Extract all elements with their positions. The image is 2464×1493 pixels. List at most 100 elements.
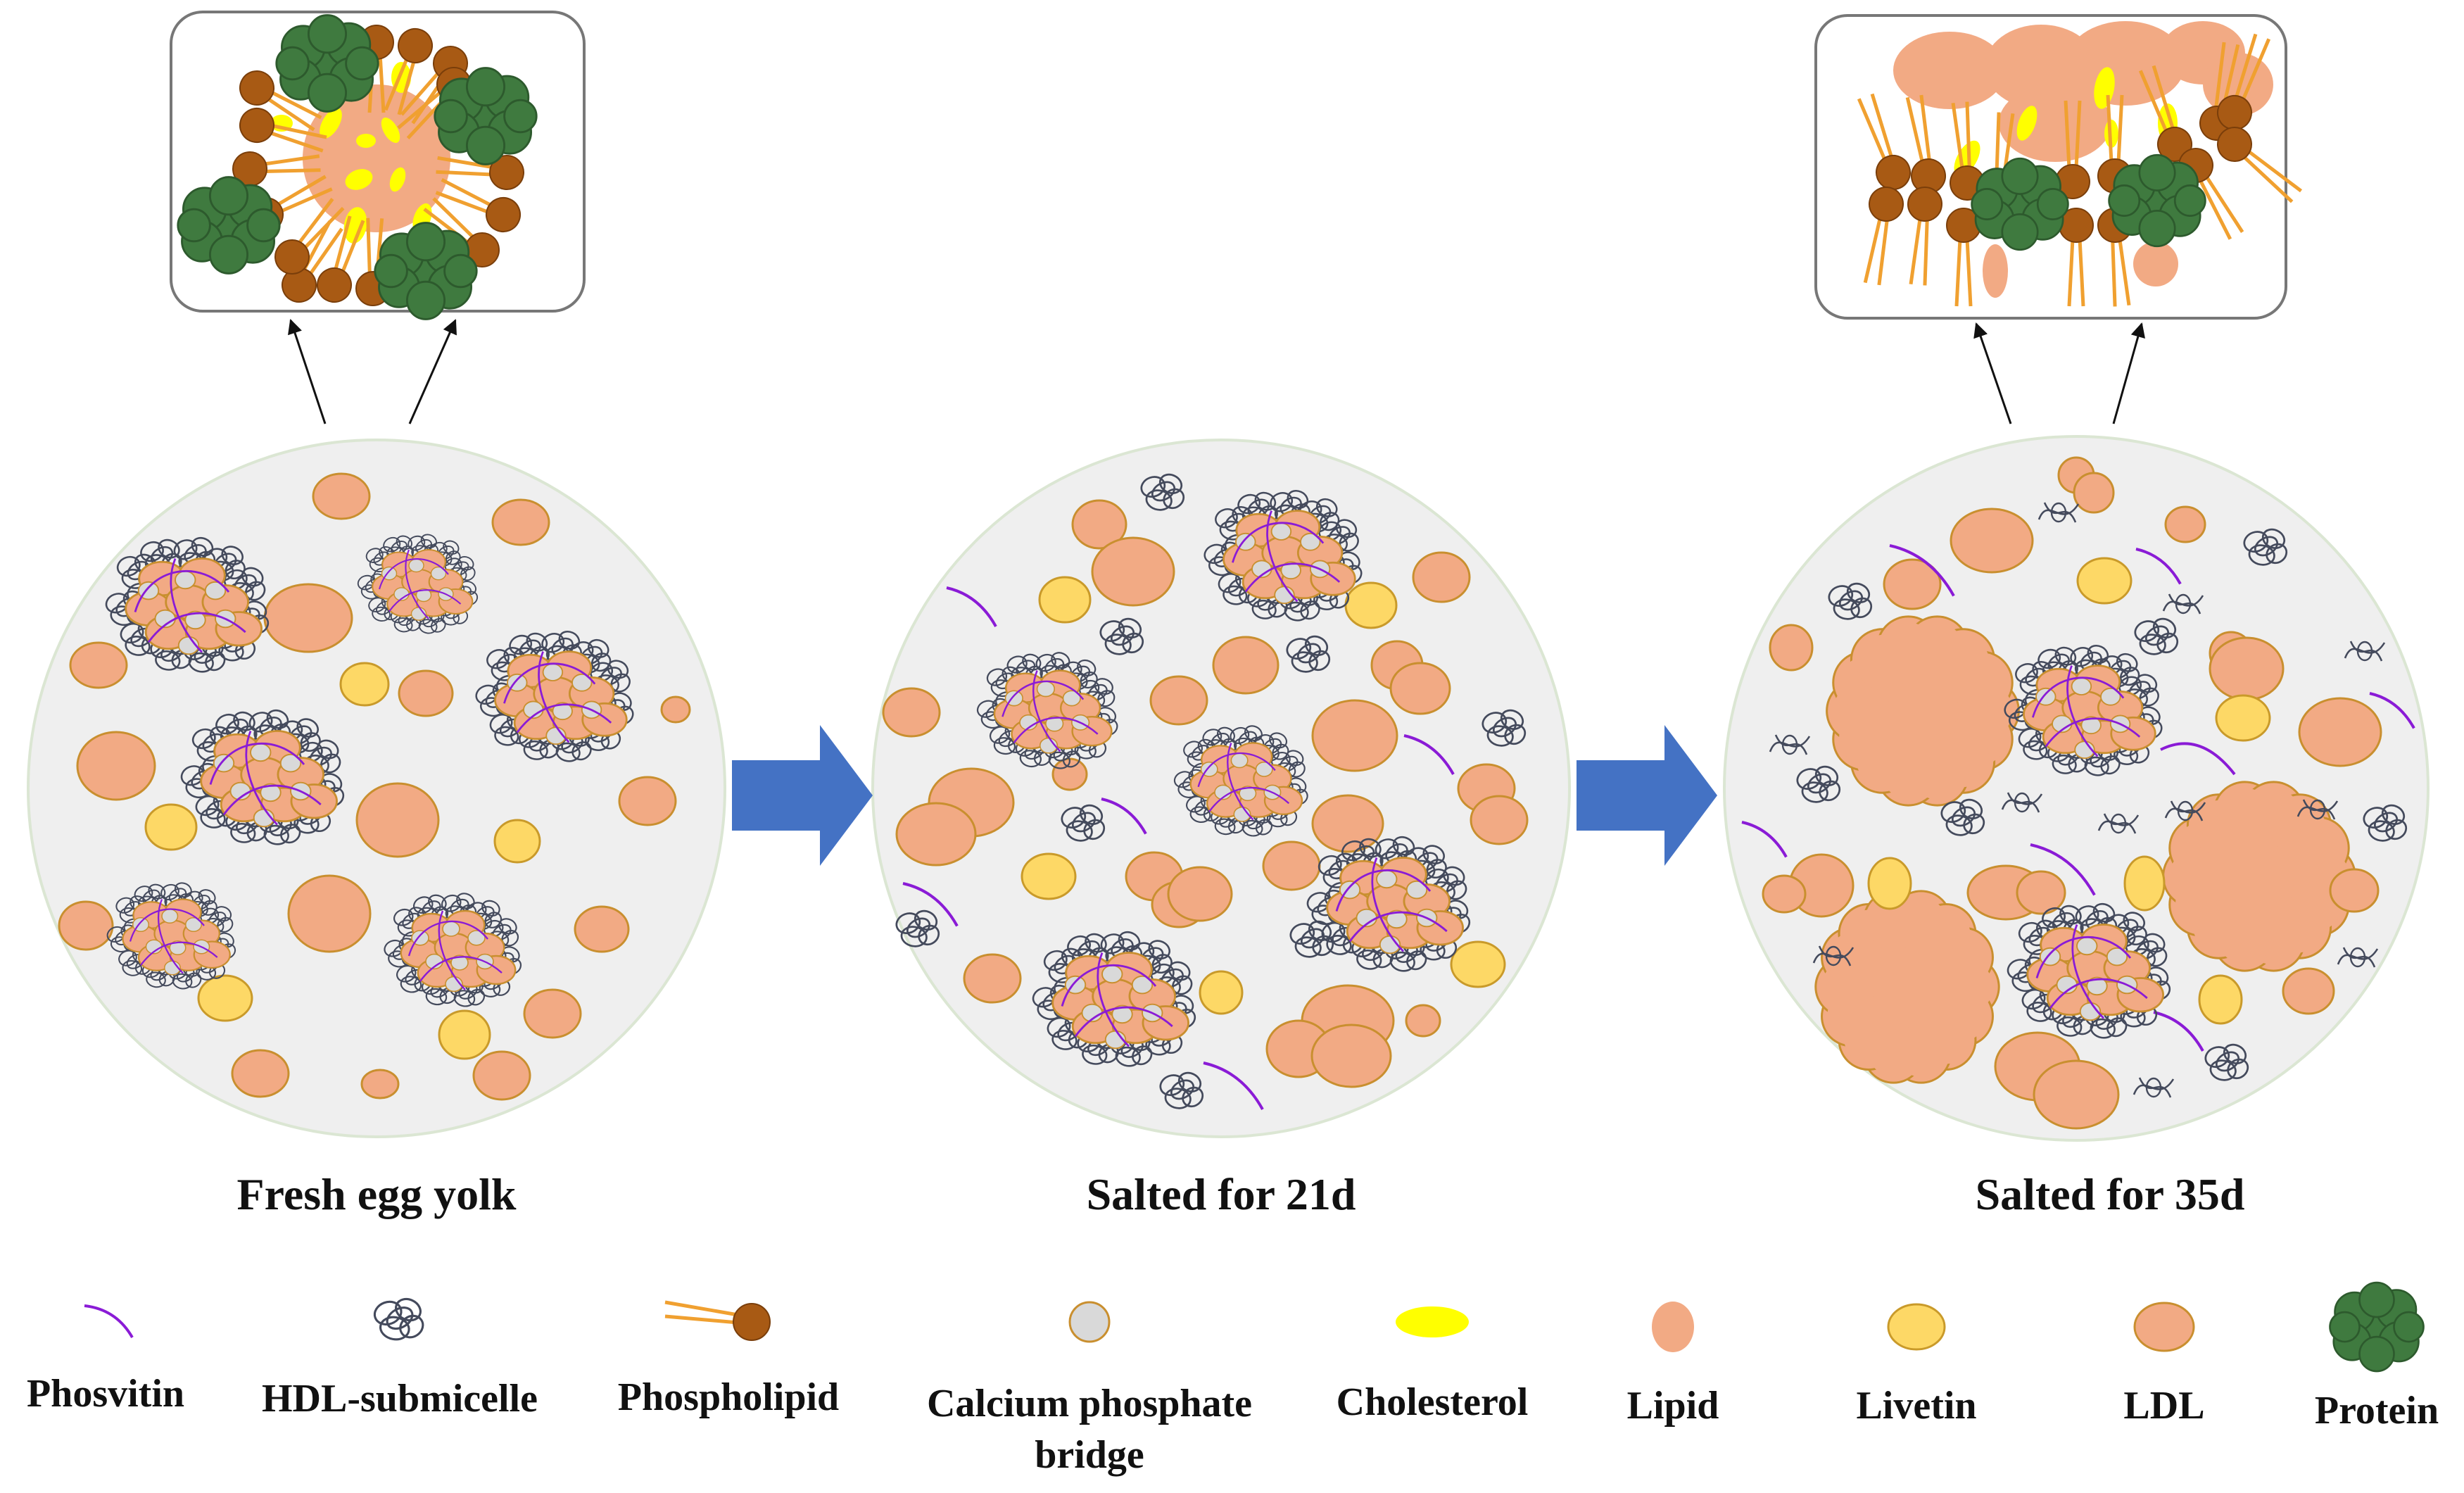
hdl-submicelle (1828, 582, 1873, 620)
calcium-phosphate-bridge (2076, 936, 2098, 956)
calcium-phosphate-bridge (2080, 716, 2102, 735)
hdl-submicelle-dissociated (2097, 813, 2140, 834)
phospholipid (1950, 101, 1985, 201)
ldl (1071, 499, 1127, 550)
ldl (2016, 870, 2066, 915)
ldl (2298, 697, 2382, 767)
phosvitin (147, 612, 246, 643)
stage-35d (1723, 435, 2430, 1142)
hdl-submicelle-dissociated (2296, 799, 2339, 820)
hdl-submicelle (1481, 709, 1527, 747)
livetin-icon (1887, 1303, 1946, 1351)
hdl-submicelle-dissociated (1769, 734, 1811, 755)
hdl-granule (106, 882, 236, 990)
protein (2108, 153, 2206, 248)
legend-label-phospholipid: Phospholipid (618, 1375, 839, 1419)
stage-label-21d: Salted for 21d (1087, 1169, 1356, 1219)
legend-label-protein: Protein (2315, 1389, 2439, 1432)
ldl (1389, 662, 1451, 715)
lipid (1999, 84, 2111, 162)
hdl-submicelle-dissociated (2164, 800, 2206, 821)
ldl (523, 988, 582, 1039)
ldl (895, 802, 977, 867)
aggregated-ldl (1814, 890, 2000, 1084)
protein (374, 222, 478, 320)
phosvitin (1232, 522, 1325, 563)
ldl (574, 905, 630, 953)
calcium-phosphate-bridge (260, 783, 282, 802)
ldl (2282, 967, 2335, 1015)
phosvitin (129, 908, 205, 942)
phosvitin (1741, 821, 1788, 858)
livetin (438, 1009, 491, 1060)
cholesterol (320, 108, 342, 139)
phosvitin-icon (84, 1304, 134, 1338)
phospholipid (239, 70, 322, 132)
livetin (2198, 974, 2243, 1025)
aggregated-ldl (1826, 615, 2020, 807)
zoom-box-fresh-ldl (170, 11, 586, 320)
ldl (1149, 675, 1208, 726)
calcium-phosphate-bridge (279, 753, 302, 773)
phosvitin (2030, 843, 2096, 896)
ldl-icon (2133, 1302, 2195, 1352)
livetin (2123, 855, 2166, 912)
calcium-phosphate-bridge (1045, 715, 1064, 732)
ldl (58, 900, 114, 951)
phosvitin (158, 899, 184, 974)
hdl-granule (357, 534, 479, 634)
hdl-submicelle (1099, 617, 1144, 655)
ldl (472, 1050, 531, 1101)
ldl (1883, 558, 1942, 610)
ldl (2329, 868, 2380, 913)
ldl (1762, 874, 1807, 914)
protein (275, 14, 379, 113)
ldl (287, 874, 372, 953)
calcium-phosphate-bridge (1062, 690, 1081, 707)
ldl (1262, 840, 1321, 891)
phospholipid (384, 28, 433, 115)
ldl (312, 472, 371, 520)
livetin (1199, 970, 1244, 1015)
livetin (1450, 940, 1506, 988)
hdl-submicelle-dissociated (2337, 947, 2379, 968)
ldl (398, 669, 454, 717)
phosvitin (407, 920, 488, 957)
phosvitin (419, 956, 503, 982)
phosvitin (170, 557, 203, 653)
livetin (1038, 576, 1092, 624)
phosvitin (378, 558, 449, 590)
ldl (2073, 472, 2115, 514)
phosvitin (1371, 857, 1405, 952)
phosvitin (516, 703, 612, 733)
phospholipid (1863, 187, 1904, 286)
stage-label-35d: Salted for 35d (1976, 1169, 2245, 1219)
cholesterol-icon (1396, 1306, 1469, 1337)
phosvitin (1208, 786, 1290, 812)
phosvitin (245, 730, 279, 826)
phosvitin (405, 549, 429, 619)
hdl-granule (105, 536, 270, 673)
ldl (1405, 1004, 1441, 1038)
aggregated-ldl (2162, 781, 2356, 972)
ldl (963, 953, 1022, 1004)
phospholipid (1946, 208, 1981, 307)
calcium-phosphate-bridge (1036, 681, 1056, 698)
lipid (1983, 244, 2008, 298)
stage-label-fresh: Fresh egg yolk (236, 1169, 516, 1219)
hdl-granule (976, 652, 1118, 769)
phosvitin (2135, 548, 2182, 585)
zoom-box-35d-ldl (1814, 14, 2303, 320)
calcium-phosphate-bridge (2086, 976, 2108, 996)
legend-label-hdl-submicelle: HDL-submicelle (262, 1377, 538, 1420)
phospholipid-icon (664, 1300, 771, 1341)
phospholipid (436, 155, 524, 190)
phosvitin (1097, 952, 1130, 1047)
phosvitin (222, 784, 322, 816)
hdl-granule (2007, 902, 2171, 1039)
calcium-phosphate-bridge (1376, 869, 1398, 889)
hdl-submicelle (2204, 1043, 2249, 1081)
calcium-phosphate-bridge (1386, 909, 1408, 929)
hdl-granule (1306, 836, 1471, 972)
ldl (882, 687, 941, 738)
